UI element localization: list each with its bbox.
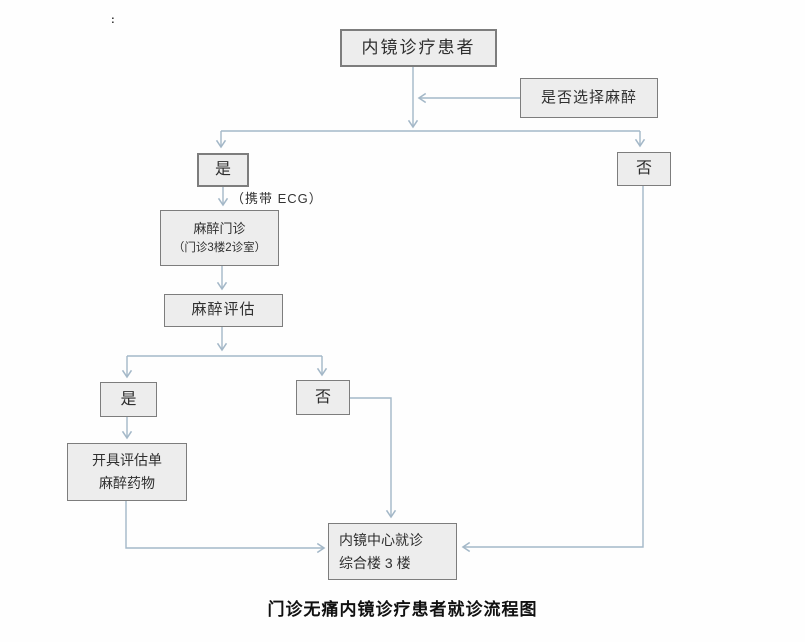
connector-no2-to-center xyxy=(350,397,397,519)
node-endoscopy-center-line1: 内镜中心就诊 xyxy=(339,531,423,548)
node-no-top: 否 xyxy=(617,152,671,186)
node-no-eval: 否 xyxy=(296,380,350,415)
node-no-eval-label: 否 xyxy=(314,388,331,406)
node-issue-line2: 麻醉药物 xyxy=(99,475,155,491)
node-endoscopy-center: 内镜中心就诊 综合楼 3 楼 xyxy=(328,523,457,580)
node-choose-anesthesia-label: 是否选择麻醉 xyxy=(540,88,637,106)
node-anesthesia-clinic-line1: 麻醉门诊 xyxy=(193,220,246,236)
node-anesthesia-clinic: 麻醉门诊 （门诊3楼2诊室） xyxy=(160,210,279,266)
node-no-top-label: 否 xyxy=(635,160,652,178)
flowchart-title: 门诊无痛内镜诊疗患者就诊流程图 xyxy=(267,600,538,619)
node-endoscopy-patient: 内镜诊疗患者 xyxy=(340,29,497,67)
connector-issue-to-center xyxy=(125,501,326,554)
node-anesthesia-clinic-line2: （门诊3楼2诊室） xyxy=(172,241,267,254)
connector-no1-to-center xyxy=(461,186,644,553)
node-choose-anesthesia: 是否选择麻醉 xyxy=(520,78,658,118)
node-yes-top: 是 xyxy=(197,153,249,187)
node-anesthesia-assessment-label: 麻醉评估 xyxy=(191,301,256,319)
node-yes-top-label: 是 xyxy=(214,161,231,179)
node-issue-assessment-form: 开具评估单 麻醉药物 xyxy=(67,443,187,501)
stray-mark: : xyxy=(111,14,115,26)
node-endoscopy-center-line2: 综合楼 3 楼 xyxy=(339,554,411,571)
ecg-note: （携带 ECG） xyxy=(231,191,323,206)
node-yes-eval-label: 是 xyxy=(120,390,137,408)
node-yes-eval: 是 xyxy=(100,382,157,417)
node-issue-line1: 开具评估单 xyxy=(92,452,162,469)
node-anesthesia-assessment: 麻醉评估 xyxy=(164,294,283,327)
node-endoscopy-patient-label: 内镜诊疗患者 xyxy=(361,37,476,57)
